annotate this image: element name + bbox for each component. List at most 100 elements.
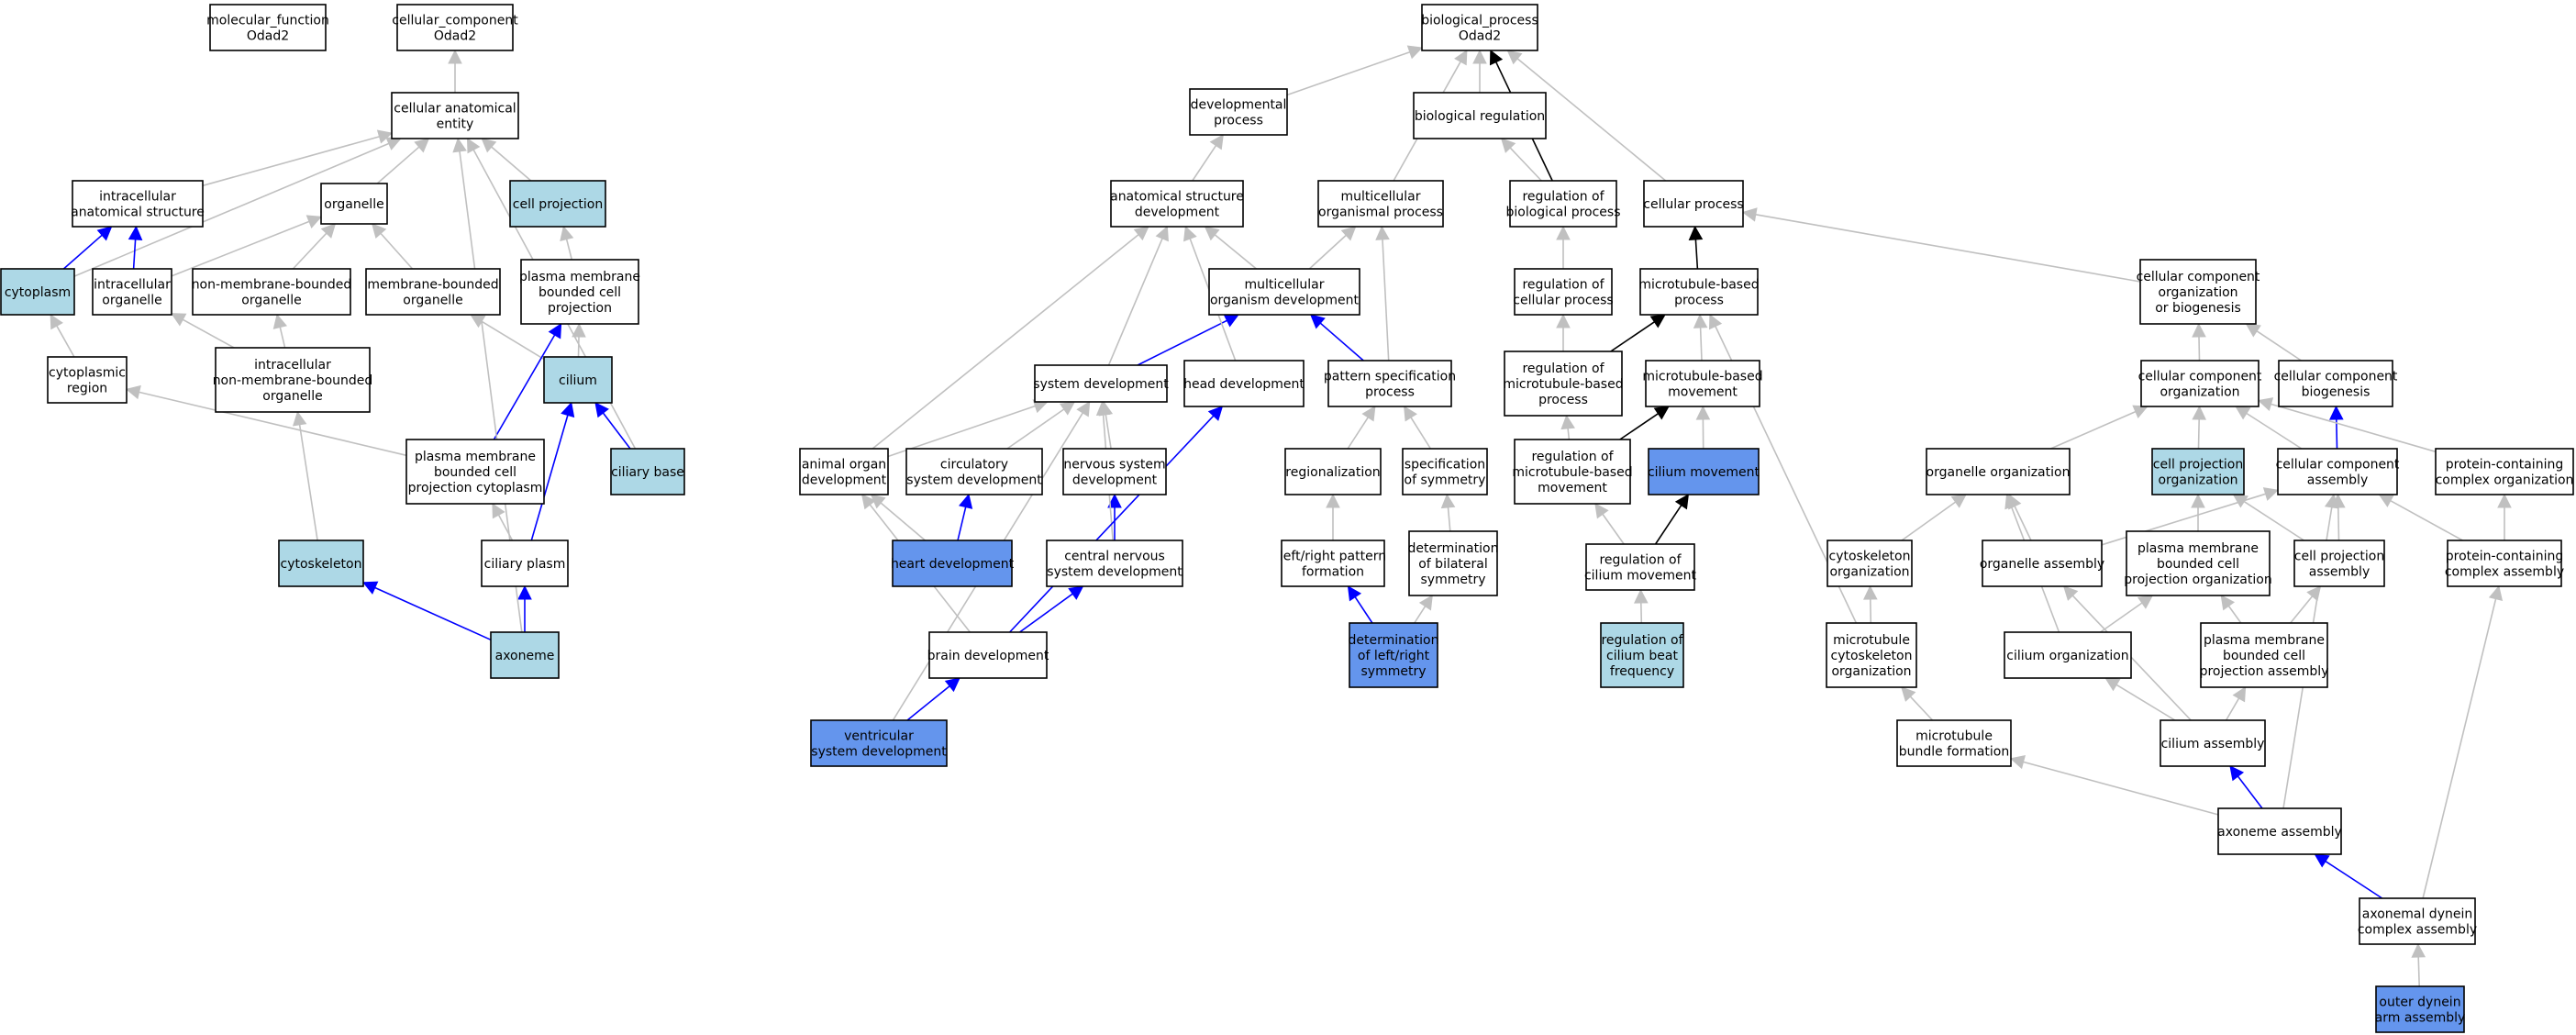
edge-arrowhead	[481, 138, 497, 153]
term-box	[1648, 448, 1760, 495]
edge-arrowhead	[1693, 313, 1708, 328]
term-node-breg[interactable]: biological regulation	[1413, 92, 1547, 139]
term-node-corg[interactable]: cilium organization	[2004, 631, 2132, 679]
term-node-braindev[interactable]: brain development	[927, 631, 1049, 679]
term-node-cellp[interactable]: cellular process	[1643, 180, 1744, 228]
term-node-axasm[interactable]: axoneme assembly	[2217, 807, 2342, 855]
term-node-orgasm[interactable]: organelle assembly	[1980, 540, 2104, 587]
term-node-cproj[interactable]: cell projection	[509, 180, 606, 228]
term-label-line: microtubule-based	[1638, 278, 1759, 293]
edge-arrowhead	[2329, 405, 2344, 420]
term-label-line: organization	[1829, 565, 1909, 580]
term-node-cilium[interactable]: cilium	[543, 356, 613, 404]
edge-vsd-to-braindev	[906, 677, 960, 721]
term-node-axon[interactable]: axoneme	[490, 631, 560, 679]
term-node-cskel[interactable]: cytoskeleton	[278, 540, 364, 587]
edge-line	[2417, 956, 2420, 987]
edge-line	[1901, 501, 1957, 541]
edge-rmtbp-to-mtbp	[1610, 314, 1666, 352]
term-node-cbase[interactable]: ciliary base	[610, 448, 685, 495]
term-node-heartdev[interactable]: heart development	[891, 540, 1015, 587]
term-node-inmbo[interactable]: intracellularnon-membrane-boundedorganel…	[213, 347, 373, 413]
term-node-cyto[interactable]: cytoplasm	[0, 268, 75, 316]
edge-arrowhead	[2314, 853, 2330, 868]
term-label-line: cellular anatomical	[394, 102, 516, 117]
term-label-line: development	[802, 473, 887, 488]
edge-line	[1619, 413, 1659, 440]
edge-line	[1516, 58, 1667, 182]
edge-adca-to-axasm	[2314, 853, 2383, 899]
term-label-line: cellular component	[2276, 458, 2400, 473]
term-node-casm[interactable]: cilium assembly	[2160, 719, 2266, 767]
term-node-org[interactable]: organelle	[320, 183, 388, 225]
term-box	[391, 92, 519, 139]
edge-mtcsk-to-cskorg	[1863, 584, 1878, 624]
term-node-sysdev[interactable]: system development	[1033, 364, 1169, 403]
edge-arrowhead	[548, 323, 562, 339]
edge-arrowhead	[272, 313, 288, 329]
term-node-cmov[interactable]: cilium movement	[1648, 448, 1760, 495]
term-node-headdev[interactable]: head development	[1183, 360, 1305, 407]
term-box	[2200, 622, 2328, 688]
term-box	[320, 183, 388, 225]
term-node-regz[interactable]: regionalization	[1284, 448, 1382, 495]
term-node-cplasm[interactable]: ciliary plasm	[481, 540, 569, 587]
edge-line	[880, 502, 927, 541]
edge-arrowhead	[1695, 405, 1711, 420]
term-label-line: projection	[548, 301, 612, 316]
term-label-line: plasma membrane	[2204, 633, 2325, 648]
term-label-line: organization	[2158, 473, 2237, 488]
term-node-orgorg[interactable]: organelle organization	[1926, 448, 2071, 495]
term-label-line: regulation of	[1601, 633, 1683, 648]
term-box	[1509, 180, 1617, 228]
